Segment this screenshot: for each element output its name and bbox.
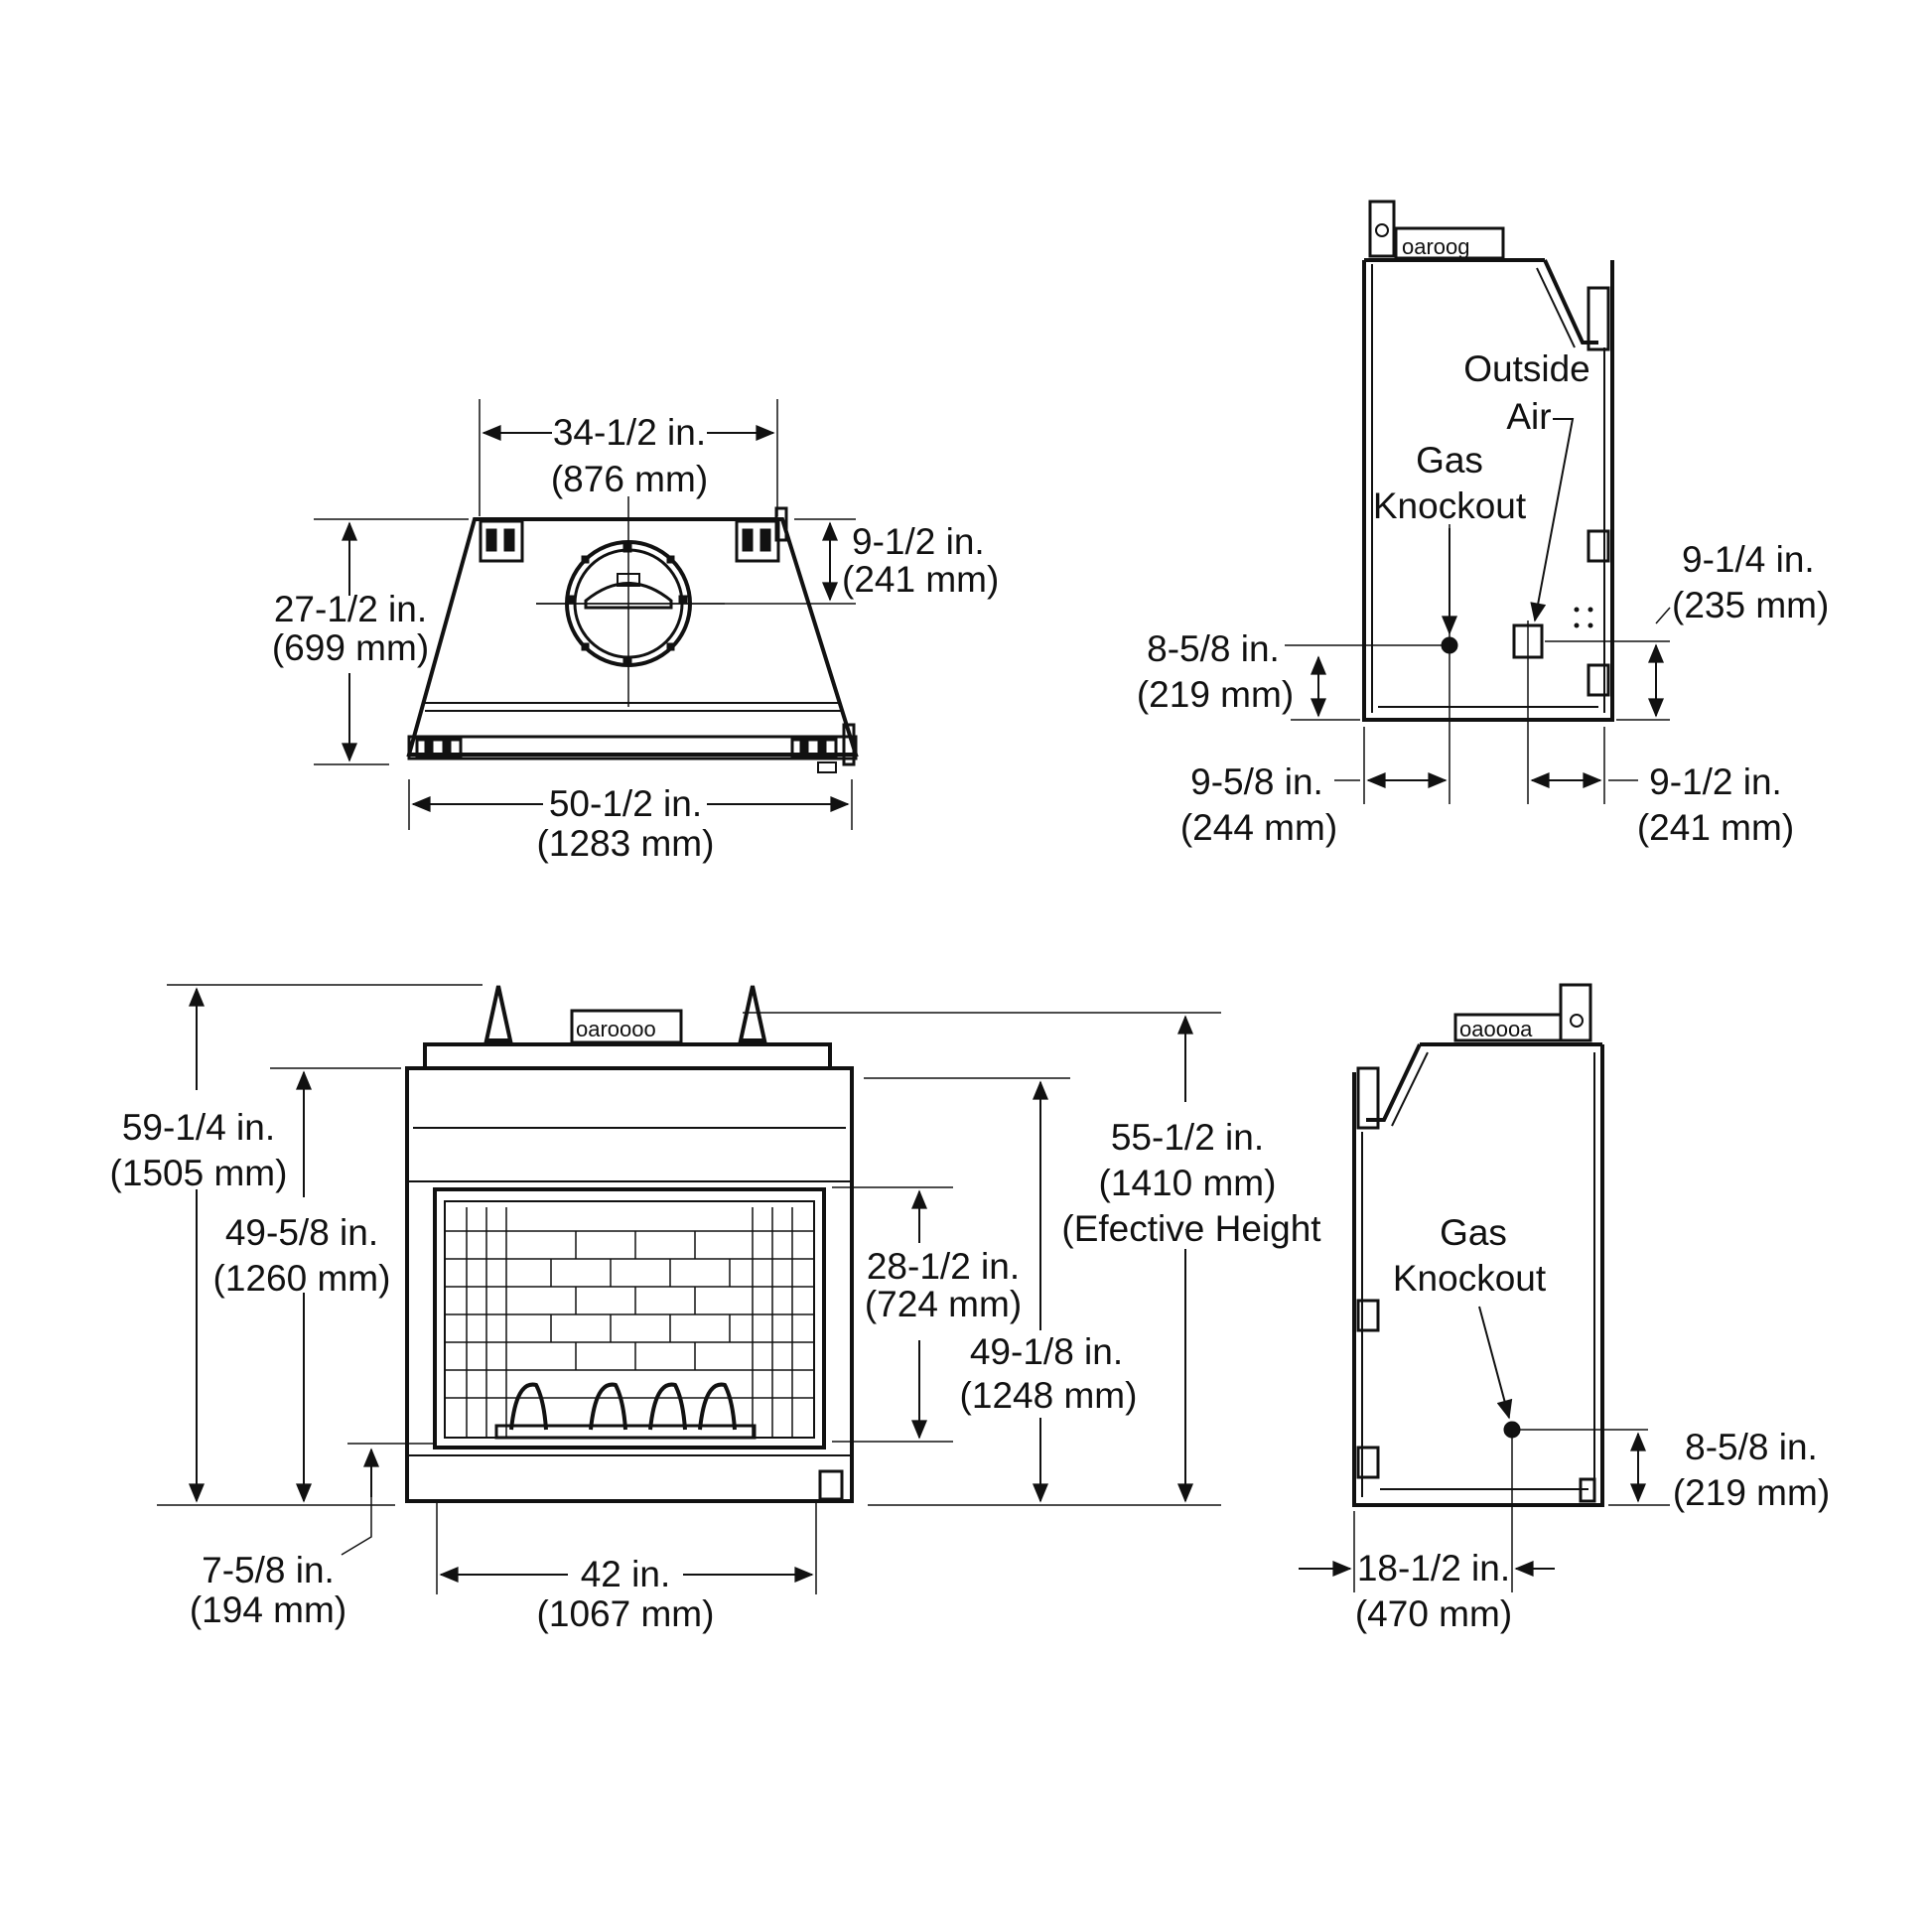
side-view-lower: oaoooa Gas Knockout 8-5/8 in. (219 mm) 1… xyxy=(1299,983,1830,1634)
air-height-mm-label: (235 mm) xyxy=(1672,585,1829,625)
outside-air-label-line1: Outside xyxy=(1463,348,1590,389)
overall-height-in-label: 59-1/4 in. xyxy=(122,1107,275,1148)
body-height-in-label: 49-5/8 in. xyxy=(225,1212,378,1253)
brick-pattern xyxy=(445,1207,814,1438)
front-view: oaroooo xyxy=(110,984,1321,1634)
flue-offset-mm-label: (241 mm) xyxy=(842,559,999,600)
hearth-height-in-label: 7-5/8 in. xyxy=(202,1550,335,1590)
burner-icon xyxy=(494,1382,757,1440)
gas-knockout-label-line2: Knockout xyxy=(1393,1258,1547,1299)
gas-from-front-mm-label: (244 mm) xyxy=(1180,807,1337,848)
effective-height-mm-label: (1410 mm) xyxy=(1099,1163,1277,1203)
air-height-in-label: 9-1/4 in. xyxy=(1682,539,1815,580)
gas-height-in-label: 8-5/8 in. xyxy=(1147,628,1280,669)
hearth-height-mm-label: (194 mm) xyxy=(190,1589,346,1630)
bottom-width-mm-label: (1283 mm) xyxy=(537,823,715,864)
body-height-mm-label: (1260 mm) xyxy=(213,1258,391,1299)
opening-height-mm-label: (724 mm) xyxy=(865,1284,1022,1324)
svg-text:oaroooo: oaroooo xyxy=(576,1017,656,1041)
opening-height-in-label: 28-1/2 in. xyxy=(867,1246,1020,1287)
side-view-upper: oaroog Outside Air Gas Knockout 8-5/8 xyxy=(1137,200,1829,848)
outside-air-label-line2: Air xyxy=(1506,396,1551,437)
effective-height-note-label: (Efective Height xyxy=(1061,1208,1321,1249)
top-view-body-outline xyxy=(406,517,859,757)
lower-gas-from-front-mm-label: (470 mm) xyxy=(1355,1593,1512,1634)
top-view: 34-1/2 in. (876 mm) 9-1/2 in. (241 mm) 2… xyxy=(272,399,999,864)
gas-knockout-label-line1: Gas xyxy=(1440,1212,1507,1253)
bottom-width-in-label: 50-1/2 in. xyxy=(549,783,702,824)
opening-width-in-label: 42 in. xyxy=(581,1554,671,1594)
depth-in-label: 27-1/2 in. xyxy=(274,589,427,629)
lower-gas-height-in-label: 8-5/8 in. xyxy=(1685,1427,1818,1467)
framing-height-in-label: 49-1/8 in. xyxy=(970,1331,1123,1372)
top-view-front-rail xyxy=(407,735,858,760)
bracket-icon xyxy=(735,506,788,563)
svg-text:oaoooa: oaoooa xyxy=(1459,1017,1533,1041)
gas-knockout-label-line1: Gas xyxy=(1416,440,1483,481)
framing-height-mm-label: (1248 mm) xyxy=(960,1375,1138,1416)
lower-gas-from-front-in-label: 18-1/2 in. xyxy=(1357,1548,1510,1588)
top-width-mm-label: (876 mm) xyxy=(551,459,708,499)
lower-gas-height-mm-label: (219 mm) xyxy=(1673,1472,1830,1513)
flue-offset-in-label: 9-1/2 in. xyxy=(852,521,985,562)
top-width-in-label: 34-1/2 in. xyxy=(553,412,706,453)
gas-height-mm-label: (219 mm) xyxy=(1137,674,1294,715)
opening-width-mm-label: (1067 mm) xyxy=(537,1593,715,1634)
air-from-back-in-label: 9-1/2 in. xyxy=(1649,761,1782,802)
air-from-back-mm-label: (241 mm) xyxy=(1637,807,1794,848)
bracket-icon xyxy=(479,519,524,563)
effective-height-in-label: 55-1/2 in. xyxy=(1111,1117,1264,1158)
gas-from-front-in-label: 9-5/8 in. xyxy=(1190,761,1323,802)
gas-knockout-label-line2: Knockout xyxy=(1373,485,1527,526)
bracket-icon xyxy=(790,723,856,773)
depth-mm-label: (699 mm) xyxy=(272,627,429,668)
bracket-icon xyxy=(415,738,463,758)
overall-height-mm-label: (1505 mm) xyxy=(110,1153,288,1193)
firebox-opening xyxy=(433,1187,826,1449)
svg-text:oaroog: oaroog xyxy=(1402,234,1470,259)
